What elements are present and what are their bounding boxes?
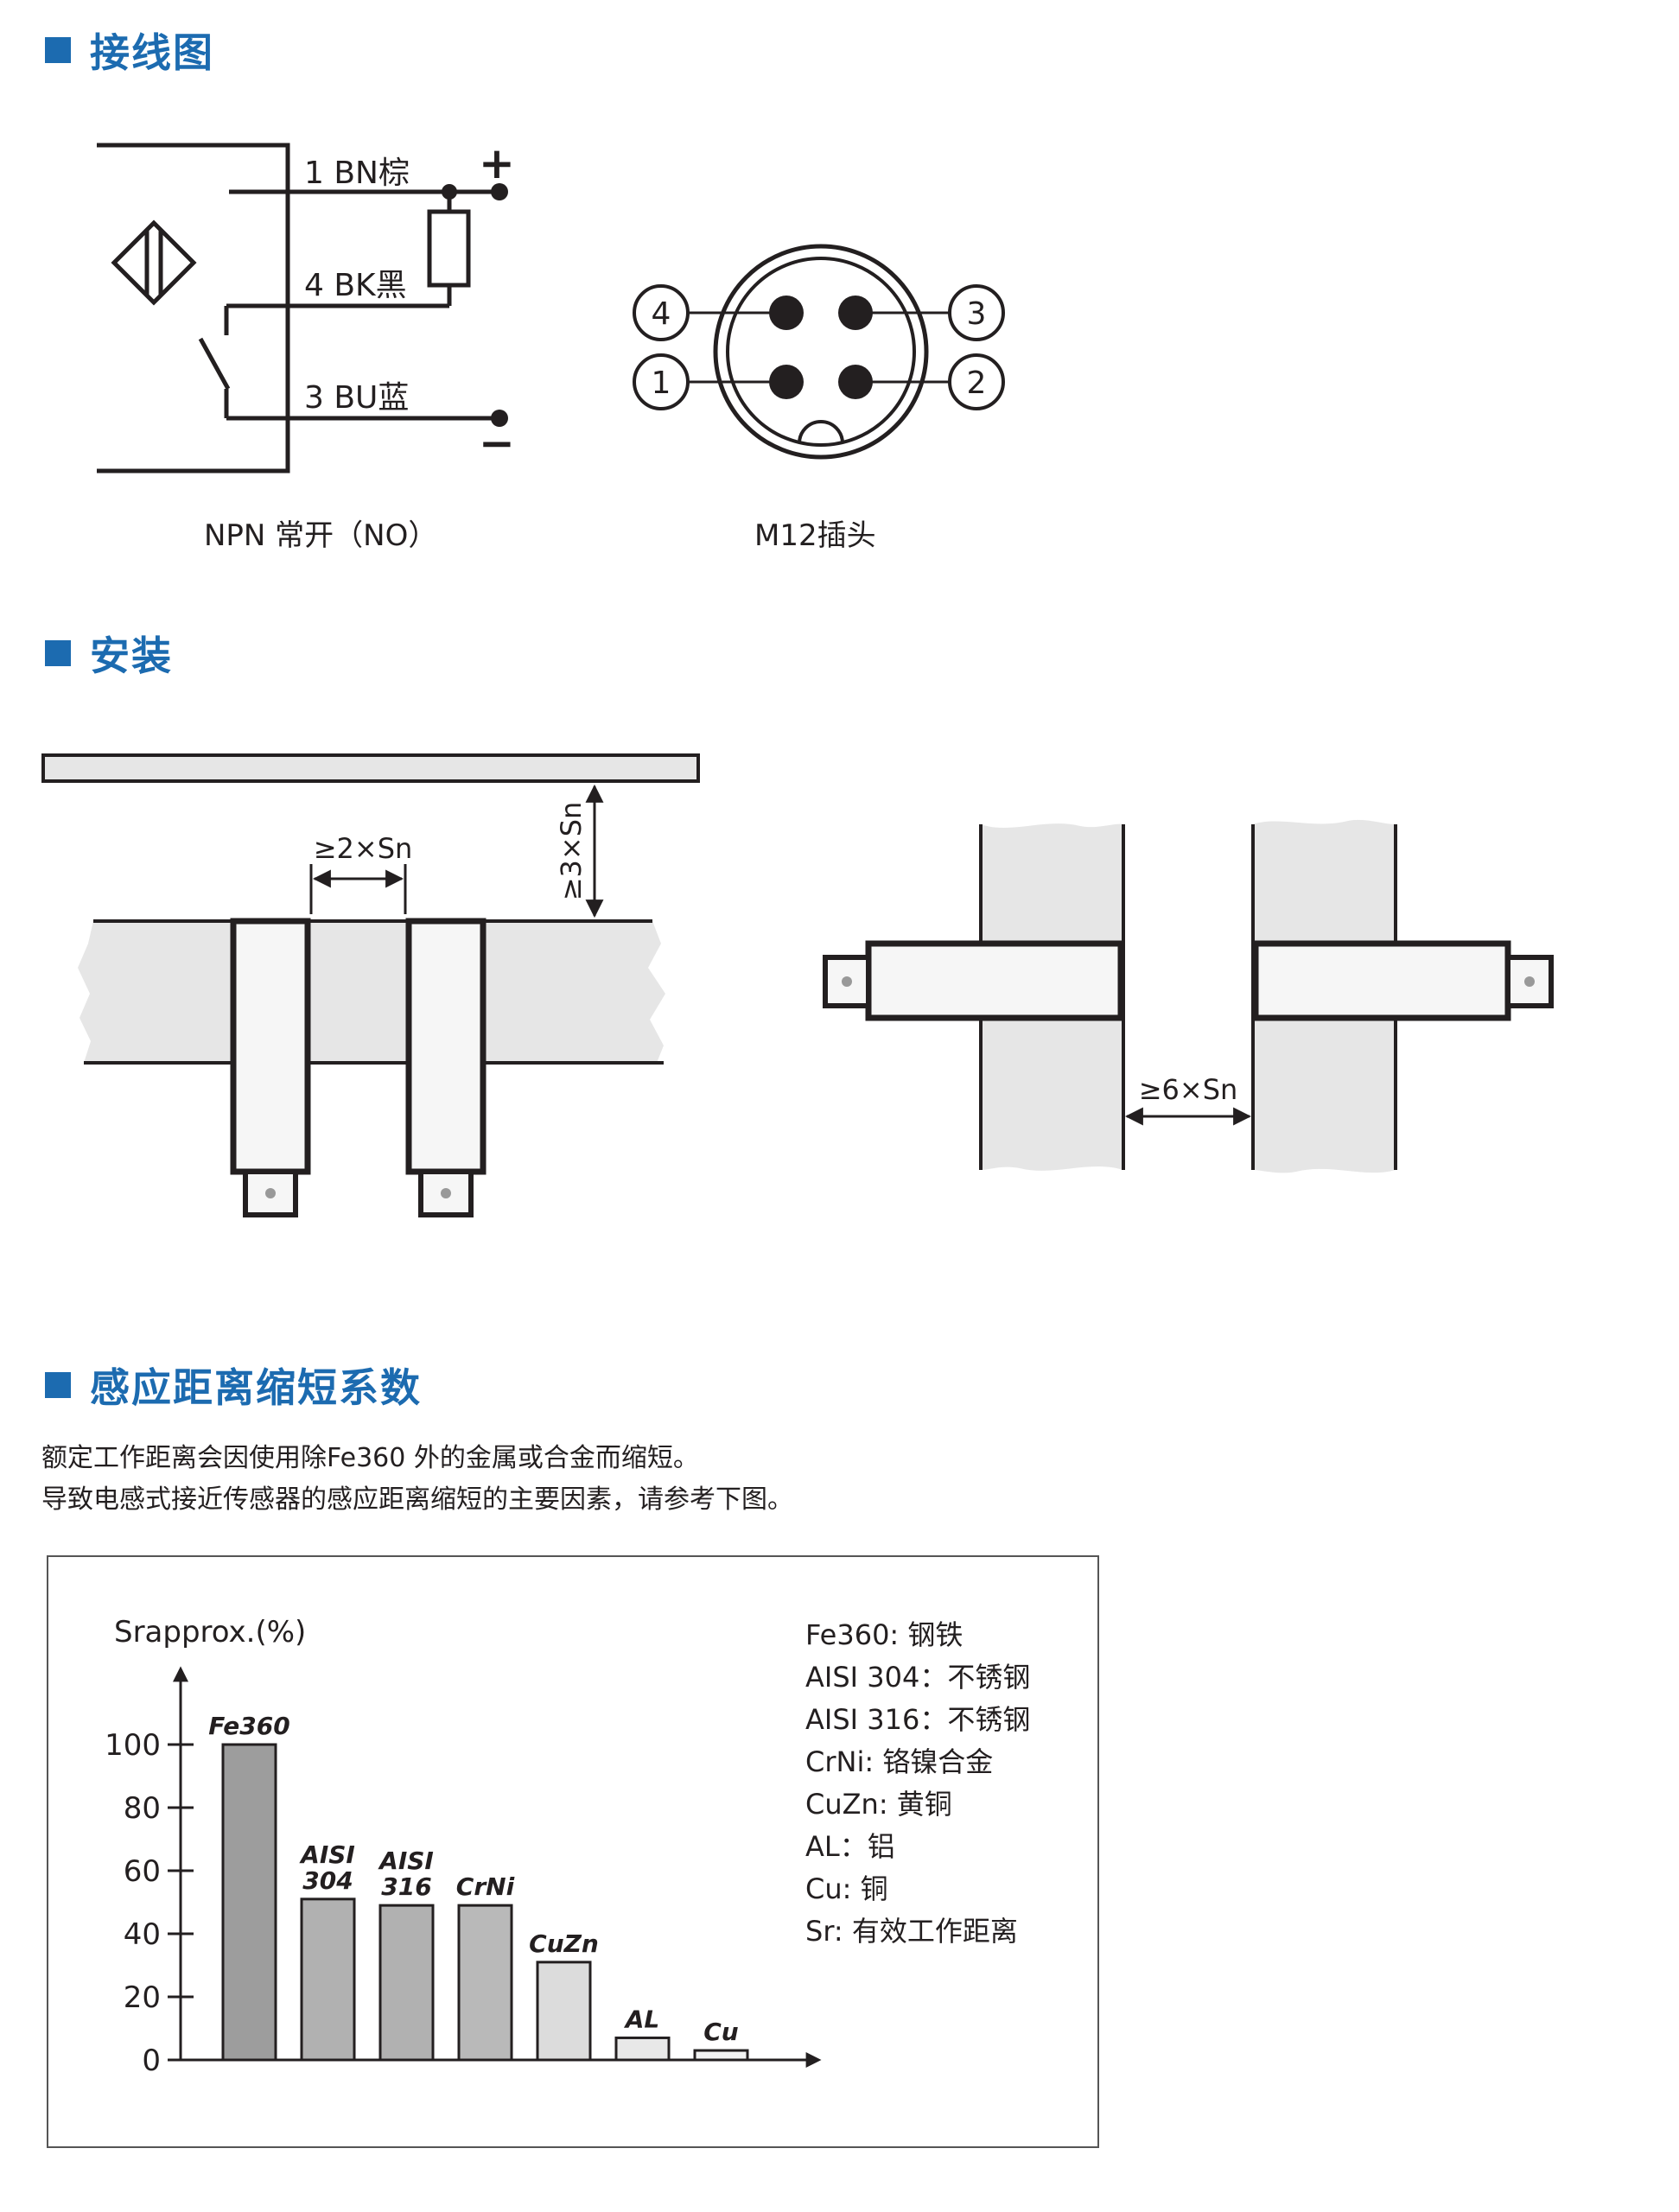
spacing-label-top: ≥3×Sn bbox=[555, 802, 588, 901]
pin-label-1: 1 bbox=[652, 365, 671, 401]
section-bullet-icon bbox=[45, 640, 71, 666]
bar-fe360 bbox=[221, 1743, 277, 2062]
y-tick-label: 100 bbox=[105, 1728, 161, 1763]
wire-label-bu: 3 BU蓝 bbox=[304, 380, 409, 416]
sensor-facing-right bbox=[1252, 940, 1554, 1021]
bar-label: CuZn bbox=[529, 1929, 599, 1958]
bar-label: AL bbox=[624, 2005, 660, 2033]
bar-label: 304 bbox=[302, 1866, 353, 1895]
bar-label: Cu bbox=[703, 2018, 739, 2046]
bar-label: CrNi bbox=[456, 1872, 515, 1901]
sensor-flush-2 bbox=[405, 918, 487, 1217]
legend-item: AL：铝 bbox=[805, 1830, 895, 1863]
sensor-facing-left bbox=[823, 940, 1124, 1021]
y-tick-label: 0 bbox=[142, 2044, 161, 2078]
spacing-label-flush: ≥2×Sn bbox=[314, 832, 413, 865]
section-bullet-icon bbox=[45, 1372, 71, 1398]
y-tick-label: 80 bbox=[124, 1791, 161, 1826]
inductive-sensor-icon bbox=[111, 219, 197, 306]
switch-contact bbox=[198, 337, 231, 391]
section-title-text: 感应距离缩短系数 bbox=[90, 1364, 422, 1411]
chart-y-title: Srapprox.(%) bbox=[114, 1615, 306, 1649]
pin-label-3: 3 bbox=[967, 296, 987, 332]
legend-item: CrNi: 铬镍合金 bbox=[805, 1745, 994, 1778]
bar-label: 316 bbox=[381, 1872, 431, 1901]
legend-item: Fe360: 钢铁 bbox=[805, 1618, 964, 1651]
bar-crni bbox=[457, 1904, 513, 2062]
section-title-text: 接线图 bbox=[90, 29, 214, 76]
terminal-plus bbox=[491, 183, 508, 200]
y-tick-label: 20 bbox=[124, 1980, 161, 2015]
bar-al bbox=[614, 2036, 671, 2062]
chart-legend: Fe360: 钢铁 AISI 304：不锈钢 AISI 316：不锈钢 CrNi… bbox=[805, 1614, 1030, 1953]
mounting-plate bbox=[78, 921, 665, 1063]
top-plate bbox=[41, 753, 700, 783]
connector-caption: M12插头 bbox=[754, 518, 876, 553]
plus-sign: + bbox=[479, 138, 515, 188]
sensor-flush-1 bbox=[230, 918, 311, 1217]
section-title-wiring: 接线图 bbox=[45, 24, 214, 76]
bar-label: AISI bbox=[299, 1840, 355, 1869]
pin-label-2: 2 bbox=[967, 365, 987, 401]
section-title-install: 安装 bbox=[45, 627, 173, 679]
intro-line-2: 导致电感式接近传感器的感应距离缩短的主要因素，请参考下图。 bbox=[41, 1484, 793, 1515]
legend-item: AISI 304：不锈钢 bbox=[805, 1661, 1031, 1694]
minus-sign: − bbox=[479, 418, 515, 468]
bar-label: Fe360 bbox=[208, 1712, 289, 1740]
pin-label-4: 4 bbox=[652, 296, 671, 332]
terminal-minus bbox=[491, 410, 508, 427]
bar-aisi-304 bbox=[300, 1897, 356, 2062]
legend-item: Sr: 有效工作距离 bbox=[805, 1915, 1018, 1948]
section-title-text: 安装 bbox=[90, 632, 173, 679]
load-resistor bbox=[427, 209, 471, 288]
legend-item: CuZn: 黄铜 bbox=[805, 1788, 952, 1821]
bar-cu bbox=[693, 2049, 749, 2062]
bar-label: AISI bbox=[378, 1847, 434, 1875]
legend-item: Cu: 铜 bbox=[805, 1872, 888, 1905]
y-tick-label: 40 bbox=[124, 1917, 161, 1952]
m12-connector-icon bbox=[633, 244, 1005, 460]
legend-item: AISI 316：不锈钢 bbox=[805, 1703, 1031, 1736]
spacing-label-face: ≥6×Sn bbox=[1139, 1073, 1238, 1106]
chart-frame bbox=[47, 1555, 1099, 2148]
intro-line-1: 额定工作距离会因使用除Fe360 外的金属或合金而缩短。 bbox=[41, 1443, 699, 1473]
bar-aisi-316 bbox=[378, 1904, 435, 2062]
wiring-caption: NPN 常开（NO） bbox=[204, 518, 438, 553]
wire-label-bk: 4 BK黑 bbox=[304, 268, 407, 303]
wire-label-bn: 1 BN棕 bbox=[304, 156, 410, 191]
y-tick-label: 60 bbox=[124, 1854, 161, 1889]
section-title-reduction: 感应距离缩短系数 bbox=[45, 1359, 422, 1411]
wiring-diagram: 1 BN棕 4 BK黑 3 BU蓝 + − 4 3 1 2 bbox=[97, 138, 1005, 474]
installation-diagram: ≥2×Sn ≥3×Sn ≥6×Sn bbox=[41, 753, 1554, 1217]
section-bullet-icon bbox=[45, 37, 71, 63]
bar-cuzn bbox=[536, 1961, 592, 2062]
